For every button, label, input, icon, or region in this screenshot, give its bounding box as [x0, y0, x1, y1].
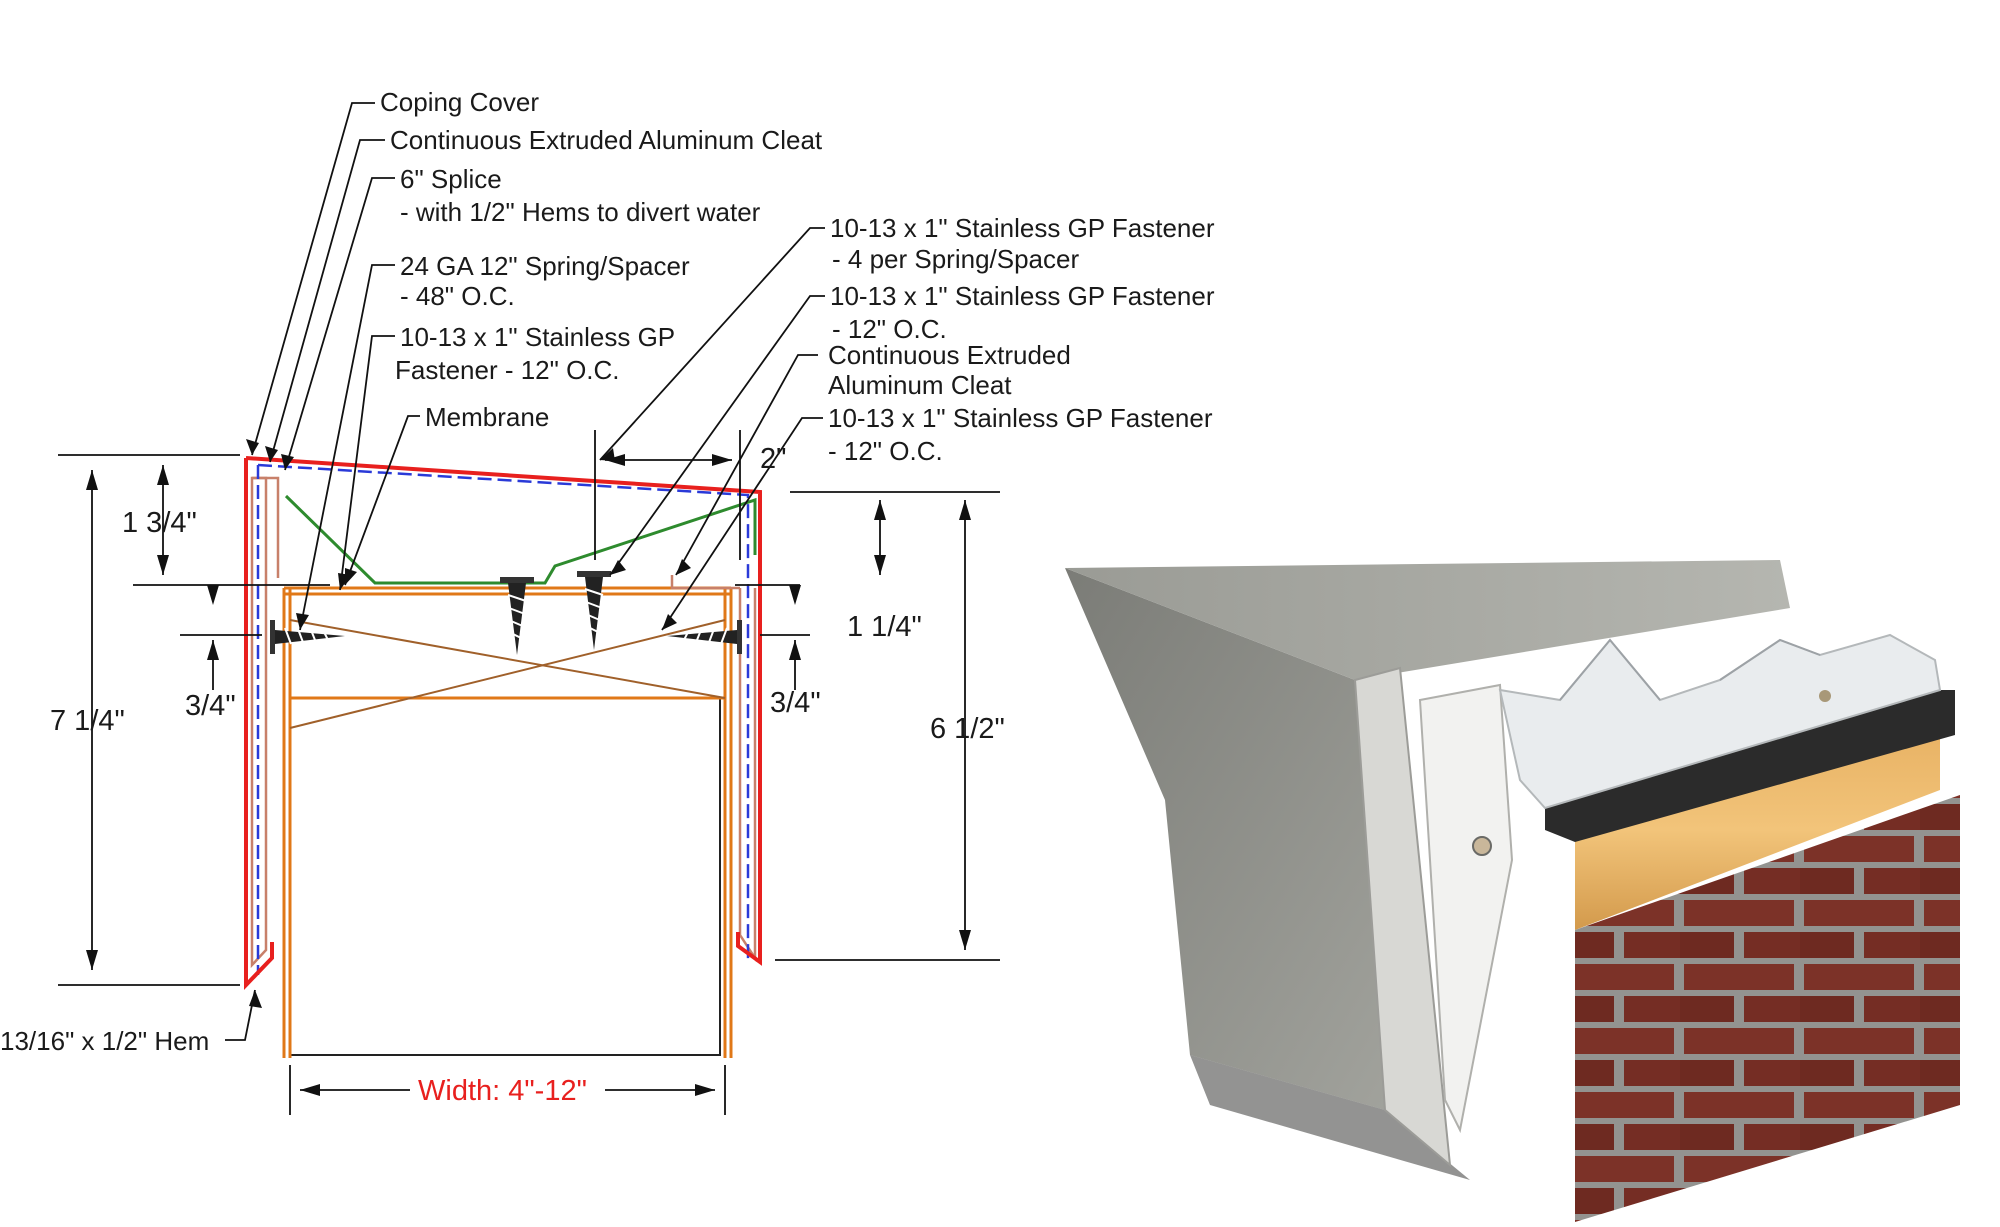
dim-width: Width: 4"-12": [418, 1075, 587, 1107]
coping-cover-left: [244, 458, 274, 990]
label-spring-2: - 48" O.C.: [400, 281, 515, 311]
dim-top-right-offset: 2": [760, 443, 786, 475]
leader-arrows: [246, 439, 691, 1008]
cleat-3d: [1418, 683, 1514, 1134]
brick-wall-shade: [1575, 795, 1960, 1222]
dim-left-total: 7 1/4": [50, 705, 125, 737]
label-splice-2: - with 1/2" Hems to divert water: [400, 197, 761, 227]
label-fastener-right-1: 10-13 x 1" Stainless GP Fastener: [828, 403, 1213, 433]
coping-top-face: [1065, 560, 1790, 680]
cross-bracing: [289, 619, 726, 729]
label-fastener-mid-1: 10-13 x 1" Stainless GP Fastener: [830, 281, 1215, 311]
spring-ridges: [1559, 638, 1821, 701]
coping-side-face: [1065, 568, 1385, 1110]
fastener-left: [270, 620, 345, 654]
dim-top-left: 1 3/4": [122, 507, 197, 539]
brick-wall-front: [1575, 795, 1960, 1222]
label-fastener-right-2: - 12" O.C.: [828, 436, 943, 466]
membrane-band: [1545, 690, 1955, 842]
label-membrane: Membrane: [425, 402, 549, 432]
leader-lines: [225, 102, 825, 1041]
fastener-3d-top: [1819, 690, 1831, 702]
fastener-3d: [1472, 836, 1492, 856]
wall-outline: [289, 697, 721, 1056]
cleat-left: [250, 476, 280, 969]
section-drawing: Coping Cover Continuous Extruded Aluminu…: [0, 87, 1215, 1115]
coping-3d-render: [1065, 560, 1960, 1222]
label-fastener-mid-2: - 12" O.C.: [832, 314, 947, 344]
spring-spacer: [284, 494, 757, 585]
label-fastener-left-1: 10-13 x 1" Stainless GP: [400, 322, 675, 352]
coping-shadow: [1190, 1055, 1470, 1180]
label-cleat-right-1: Continuous Extruded: [828, 340, 1071, 370]
coping-cover[interactable]: [245, 456, 762, 966]
dimension-arrows: [86, 454, 971, 1096]
label-fastener-left-2: Fastener - 12" O.C.: [395, 355, 620, 385]
dim-right-top: 1 1/4": [847, 611, 922, 643]
coping-end-cap: [1353, 666, 1452, 1168]
dim-left-small: 3/4": [185, 690, 236, 722]
label-fastener-top-2: - 4 per Spring/Spacer: [832, 244, 1079, 274]
wood-nailer: [282, 586, 733, 1058]
label-splice-1: 6" Splice: [400, 164, 502, 194]
fastener-right: [667, 620, 742, 654]
fastener-top-1: [500, 577, 534, 655]
fastener-top-2: [577, 571, 611, 650]
splice: [257, 463, 750, 960]
label-cleat-right-2: Aluminum Cleat: [828, 370, 1012, 400]
dimension-lines: [58, 430, 1000, 1115]
dim-right-total: 6 1/2": [930, 713, 1005, 745]
label-fastener-top-1: 10-13 x 1" Stainless GP Fastener: [830, 213, 1215, 243]
label-spring-1: 24 GA 12" Spring/Spacer: [400, 251, 690, 281]
label-coping-cover: Coping Cover: [380, 87, 539, 117]
wood-nailer-3d: [1575, 730, 1940, 930]
label-cleat-left: Continuous Extruded Aluminum Cleat: [390, 125, 823, 155]
dim-right-small: 3/4": [770, 687, 821, 719]
label-hem: 13/16" x 1/2" Hem: [0, 1026, 209, 1056]
